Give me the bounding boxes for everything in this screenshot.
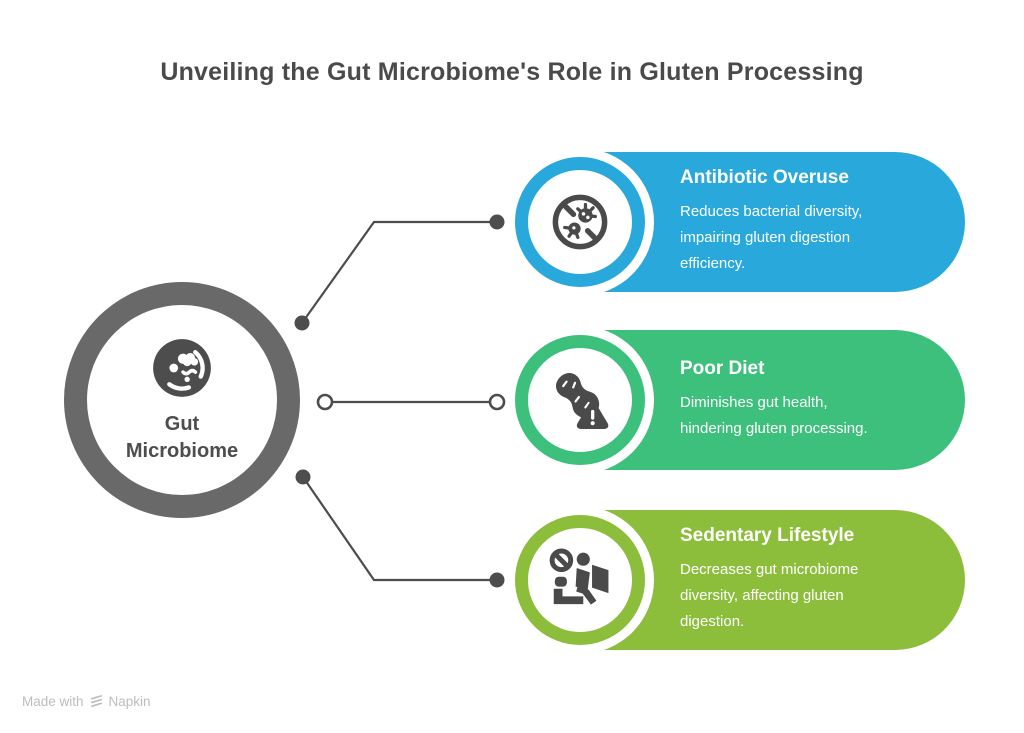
card-description: Reduces bacterial diversity, impairing g…	[680, 203, 863, 272]
connector-dot	[294, 315, 310, 331]
card-icon-circle	[515, 157, 645, 287]
card-poor-diet: Poor Diet Diminishes gut health, hinderi…	[515, 330, 965, 470]
card-title: Antibiotic Overuse	[680, 167, 849, 188]
made-with-text: Made with	[22, 694, 84, 709]
card-icon-circle	[515, 515, 645, 645]
no-bacteria-icon	[552, 194, 608, 250]
card-title: Sedentary Lifestyle	[680, 525, 855, 546]
sedentary-person-icon	[549, 548, 609, 605]
card-sedentary-lifestyle: Sedentary Lifestyle Decreases gut microb…	[515, 510, 965, 650]
hub-label: Gut Microbiome	[125, 413, 239, 462]
napkin-brand-text: Napkin	[108, 694, 151, 709]
card-icon-circle	[515, 335, 645, 465]
napkin-attribution: Made with Napkin	[22, 694, 151, 709]
microbiome-icon	[153, 339, 211, 397]
peanut-allergen-warning-icon	[555, 372, 609, 429]
connector-open-dot	[316, 393, 334, 411]
card-antibiotic-overuse: Antibiotic Overuse Reduces bacterial div…	[515, 152, 965, 292]
connector-dot	[295, 469, 311, 485]
card-description: Decreases gut microbiome diversity, affe…	[680, 561, 859, 630]
connector-dot	[489, 214, 505, 230]
napkin-logo-icon	[90, 695, 102, 708]
card-description: Diminishes gut health, hindering gluten …	[680, 394, 868, 437]
connector-open-dot	[488, 393, 506, 411]
connector-dot	[489, 572, 505, 588]
page-title: Unveiling the Gut Microbiome's Role in G…	[160, 58, 864, 86]
hub-gut-microbiome: Gut Microbiome	[64, 282, 300, 518]
card-title: Poor Diet	[680, 358, 765, 379]
